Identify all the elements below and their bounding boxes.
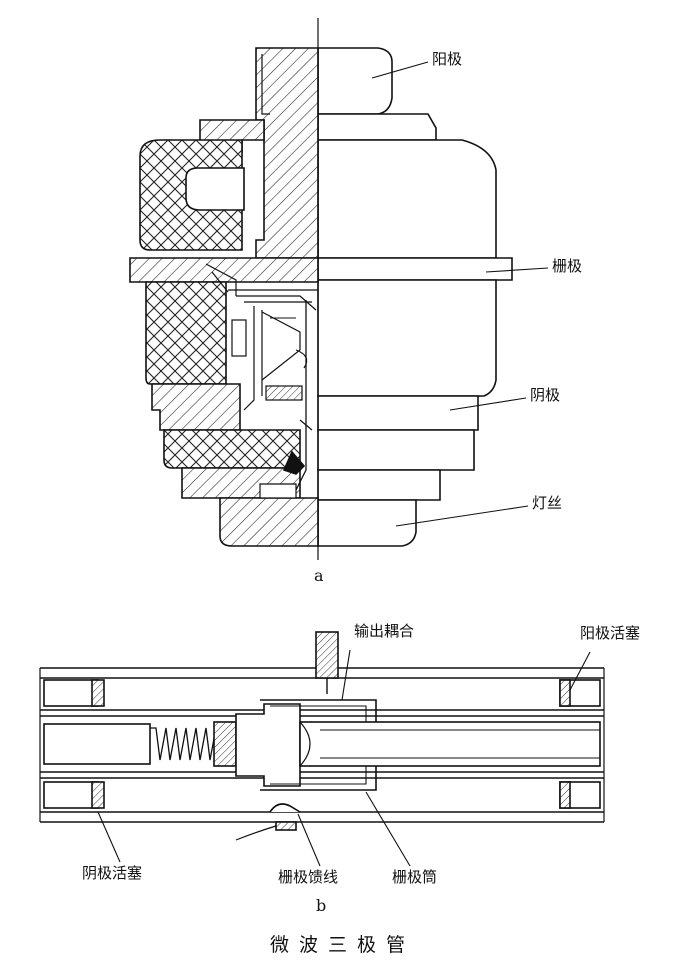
label-anode-piston: 阳极活塞 — [580, 624, 641, 642]
output-coupling-probe — [315, 631, 339, 694]
tube-assembly — [235, 699, 601, 791]
label-cathode-piston: 阴极活塞 — [82, 864, 143, 882]
label-grid-cylinder: 栅极筒 — [392, 868, 438, 886]
figure-a-drawing — [129, 18, 549, 560]
label-grid-feed: 栅极馈线 — [278, 868, 339, 886]
label-anode: 阳极 — [432, 50, 463, 68]
cathode-rod-spring — [43, 721, 237, 767]
figure-caption: 微波三极管 — [270, 934, 416, 956]
cathode-piston — [43, 679, 105, 809]
grid-feed-probe — [235, 803, 301, 841]
sub-label-b: b — [316, 896, 327, 915]
sub-label-a: a — [314, 566, 324, 585]
inner-conductor — [40, 709, 604, 779]
tube-section-left-half — [129, 47, 319, 547]
tube-exterior-right-half — [317, 47, 513, 547]
label-filament: 灯丝 — [532, 494, 563, 512]
label-grid: 栅极 — [552, 257, 583, 275]
anode-piston — [559, 679, 601, 809]
figure-b-drawing — [39, 631, 605, 867]
label-cathode: 阴极 — [530, 386, 561, 404]
label-output-coupling: 输出耦合 — [354, 622, 415, 640]
